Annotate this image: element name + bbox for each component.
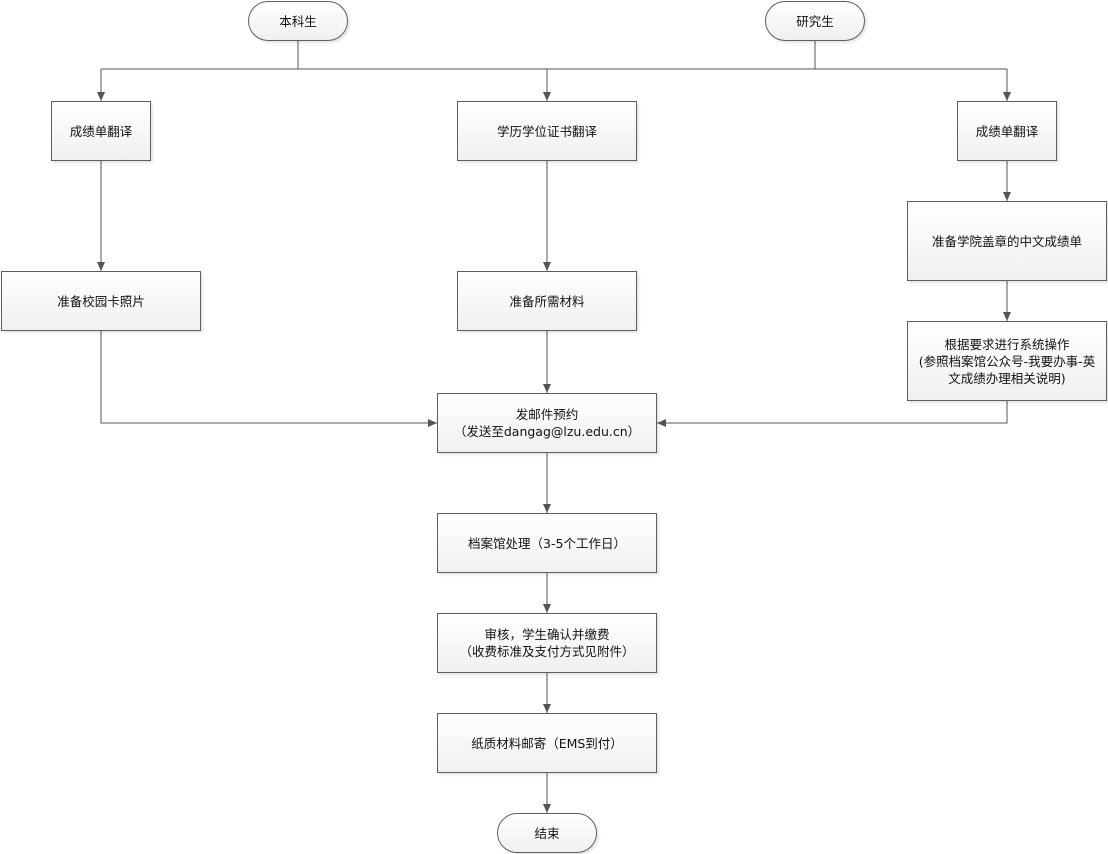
review-payment-line1: 审核，学生确认并缴费 [484, 627, 610, 642]
college-transcript-node: 准备学院盖章的中文成绩单 [907, 201, 1107, 281]
degree-translation-node: 学历学位证书翻译 [457, 101, 637, 161]
campus-photo-node: 准备校园卡照片 [1, 271, 201, 331]
system-operation-node: 根据要求进行系统操作 (参照档案馆公众号-我要办事-英 文成绩办理相关说明) [907, 321, 1107, 401]
start-grad-label: 研究生 [796, 13, 834, 29]
grad-transcript-node: 成绩单翻译 [957, 101, 1057, 161]
archive-processing-node: 档案馆处理（3-5个工作日） [437, 513, 657, 573]
college-transcript-label: 准备学院盖章的中文成绩单 [931, 233, 1082, 249]
start-undergrad-label: 本科生 [279, 13, 317, 29]
email-booking-line2: （发送至dangag@lzu.edu.cn） [453, 424, 641, 439]
system-operation-line2: (参照档案馆公众号-我要办事-英 [918, 353, 1096, 369]
review-payment-node: 审核，学生确认并缴费 （收费标准及支付方式见附件） [437, 613, 657, 673]
ug-transcript-label: 成绩单翻译 [69, 123, 133, 139]
materials-label: 准备所需材料 [509, 293, 585, 309]
materials-node: 准备所需材料 [457, 271, 637, 331]
start-undergrad-node: 本科生 [248, 1, 348, 41]
connector-system-to-email [657, 401, 1008, 427]
ug-transcript-node: 成绩单翻译 [51, 101, 151, 161]
system-operation-line1: 根据要求进行系统操作 [944, 336, 1070, 352]
campus-photo-label: 准备校园卡照片 [57, 293, 145, 309]
mail-node: 纸质材料邮寄（EMS到付） [437, 713, 657, 773]
email-booking-node: 发邮件预约 （发送至dangag@lzu.edu.cn） [437, 393, 657, 453]
connector-photo-to-email [100, 331, 437, 427]
end-label: 结束 [534, 825, 560, 841]
review-payment-line2: （收费标准及支付方式见附件） [459, 644, 635, 659]
degree-translation-label: 学历学位证书翻译 [496, 123, 597, 139]
start-grad-node: 研究生 [765, 1, 865, 41]
email-booking-line1: 发邮件预约 [515, 407, 579, 422]
mail-label: 纸质材料邮寄（EMS到付） [471, 735, 623, 751]
end-node: 结束 [497, 813, 597, 853]
system-operation-line3: 文成绩办理相关说明) [948, 370, 1066, 386]
archive-processing-label: 档案馆处理（3-5个工作日） [468, 535, 626, 551]
grad-transcript-label: 成绩单翻译 [975, 123, 1039, 139]
